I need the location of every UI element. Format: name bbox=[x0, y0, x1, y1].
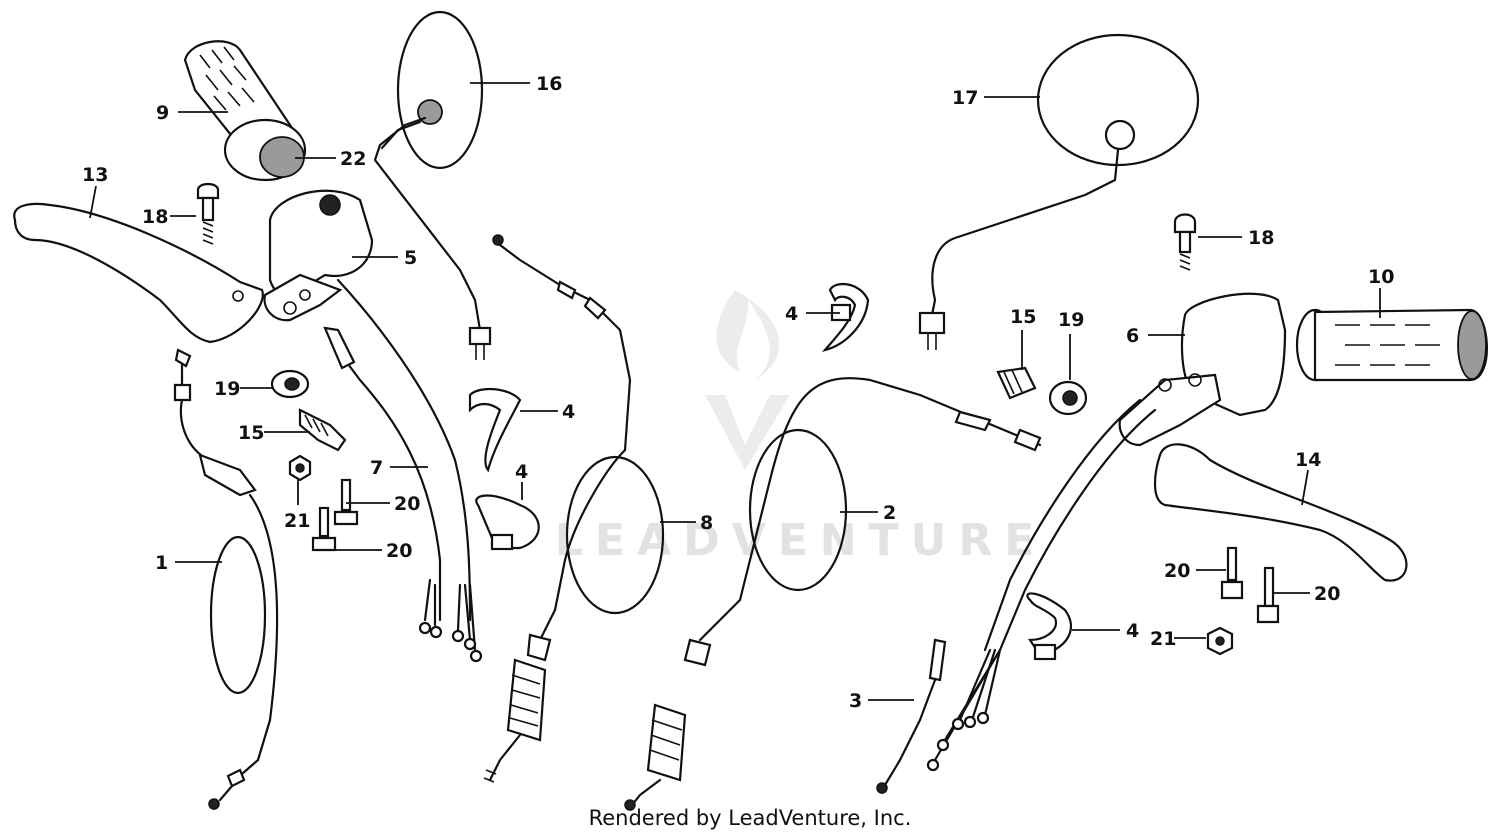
callout-8: 8 bbox=[700, 512, 713, 534]
callout-18a: 18 bbox=[142, 206, 168, 228]
callout-4a: 4 bbox=[785, 303, 798, 325]
left-switch-wiring bbox=[323, 278, 483, 663]
screw-20-left-b bbox=[311, 506, 337, 552]
callout-4b: 4 bbox=[562, 401, 575, 423]
callout-2: 2 bbox=[883, 502, 896, 524]
nut-21-right bbox=[1206, 626, 1234, 656]
brake-lever bbox=[1153, 443, 1408, 582]
callout-9: 9 bbox=[156, 102, 169, 124]
right-mirror bbox=[918, 33, 1200, 350]
clamp-4-lower-right bbox=[1026, 592, 1072, 661]
screw-20-right-b bbox=[1256, 566, 1280, 624]
callout-10: 10 bbox=[1368, 266, 1394, 288]
callout-21b: 21 bbox=[1150, 628, 1176, 650]
callout-13: 13 bbox=[82, 164, 108, 186]
nut-19-left bbox=[270, 369, 310, 399]
leadventure-watermark: LEADVENTURE bbox=[555, 290, 1046, 566]
callout-5: 5 bbox=[404, 247, 417, 269]
callout-3: 3 bbox=[849, 690, 862, 712]
callout-17: 17 bbox=[952, 87, 978, 109]
nut-19-right bbox=[1048, 380, 1088, 416]
callout-19a: 19 bbox=[214, 378, 240, 400]
callout-20b: 20 bbox=[386, 540, 412, 562]
leader-14 bbox=[1301, 469, 1309, 506]
callout-20d: 20 bbox=[1314, 583, 1340, 605]
callout-numbers: 1 2 3 4 4 4 4 5 6 7 8 9 10 13 14 15 15 1… bbox=[82, 73, 1394, 712]
callout-20c: 20 bbox=[1164, 560, 1190, 582]
left-mirror bbox=[373, 10, 492, 360]
bolt-15-right bbox=[996, 366, 1037, 400]
right-master-cylinder bbox=[1118, 292, 1287, 447]
callout-7: 7 bbox=[370, 457, 383, 479]
leader-13 bbox=[89, 185, 97, 219]
callout-15b: 15 bbox=[1010, 306, 1036, 328]
footer-credit: Rendered by LeadVenture, Inc. bbox=[588, 806, 912, 830]
pivot-bolt-left bbox=[196, 182, 220, 245]
watermark-text: LEADVENTURE bbox=[555, 515, 1046, 566]
clamp-4-upper-right bbox=[821, 282, 870, 352]
callout-21a: 21 bbox=[284, 510, 310, 532]
right-grip bbox=[1295, 308, 1489, 382]
leader-lines bbox=[89, 82, 1381, 701]
clutch-cable bbox=[173, 348, 279, 810]
right-switch-wiring bbox=[926, 398, 1157, 772]
pivot-bolt-right bbox=[1173, 213, 1197, 271]
callout-19b: 19 bbox=[1058, 309, 1084, 331]
callout-22: 22 bbox=[340, 148, 366, 170]
callout-20a: 20 bbox=[394, 493, 420, 515]
grip-collar bbox=[223, 118, 307, 182]
clamp-4-upper-left bbox=[468, 387, 522, 473]
clamp-4-lower-left bbox=[475, 494, 540, 551]
wire-part-3 bbox=[876, 638, 947, 794]
callout-18b: 18 bbox=[1248, 227, 1274, 249]
callout-1: 1 bbox=[155, 552, 168, 574]
callout-4d: 4 bbox=[1126, 620, 1139, 642]
throttle-cable bbox=[483, 234, 665, 783]
brake-cable bbox=[624, 377, 1042, 811]
callout-14: 14 bbox=[1295, 449, 1321, 471]
clutch-lever bbox=[13, 202, 264, 344]
bolt-15-left bbox=[298, 408, 347, 452]
callout-6: 6 bbox=[1126, 325, 1139, 347]
nut-21-left bbox=[288, 454, 312, 482]
callout-16: 16 bbox=[536, 73, 562, 95]
callout-4c: 4 bbox=[515, 461, 528, 483]
left-switch-housing bbox=[263, 189, 374, 322]
screw-20-left-a bbox=[333, 478, 359, 526]
screw-20-right-a bbox=[1220, 546, 1244, 600]
callout-15a: 15 bbox=[238, 422, 264, 444]
